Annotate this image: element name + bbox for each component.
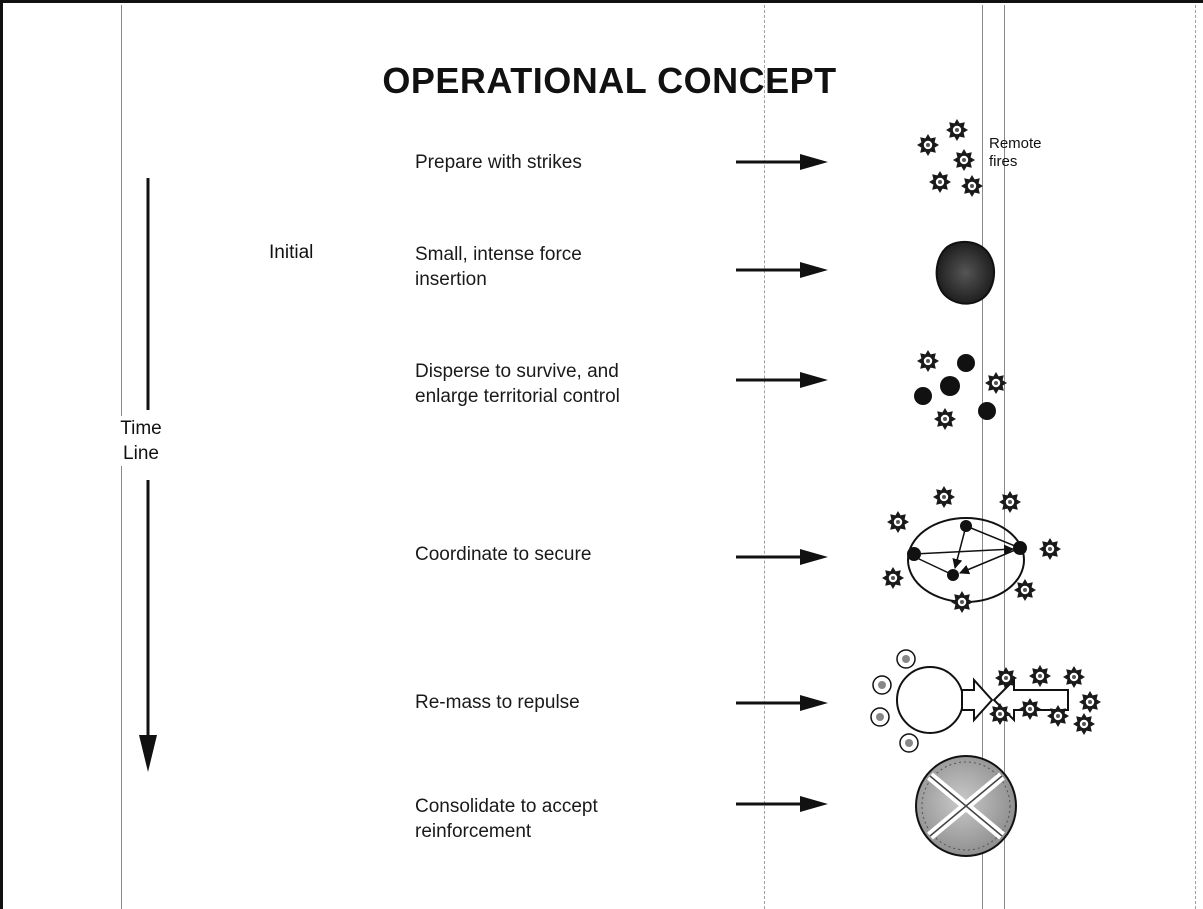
step-arrow [736,372,828,388]
step-arrow [736,549,828,565]
step-disperse-label: Disperse to survive, and enlarge territo… [415,361,620,407]
scan-line [982,5,983,909]
phase-label: Initial [269,242,314,263]
consolidate-icon [915,755,1017,857]
page-title: OPERATIONAL CONCEPT [382,60,837,101]
scan-line [764,5,765,909]
timeline-arrow [139,178,157,772]
insertion-force-icon [935,240,996,305]
step-arrow [736,695,828,711]
step-insertion-label: Small, intense force insertion [415,244,582,290]
step-coordinate-label: Coordinate to secure [415,544,592,565]
scan-line [1195,5,1196,909]
scan-line [1004,5,1005,909]
step-arrow [736,262,828,278]
step-arrow [736,154,828,170]
step-remass-label: Re-mass to repulse [415,692,580,713]
step-arrow [736,796,828,812]
coordinate-icon [882,486,1061,613]
remote-fires-icon [917,119,983,197]
timeline-label: Time Line [116,416,166,466]
step-prepare-label: Prepare with strikes [415,152,582,173]
remote-fires-label: Remote fires [989,135,1042,170]
step-consolidate-label: Consolidate to accept reinforcement [415,796,598,842]
remass-icon [870,649,1101,753]
disperse-icon [914,350,1007,430]
